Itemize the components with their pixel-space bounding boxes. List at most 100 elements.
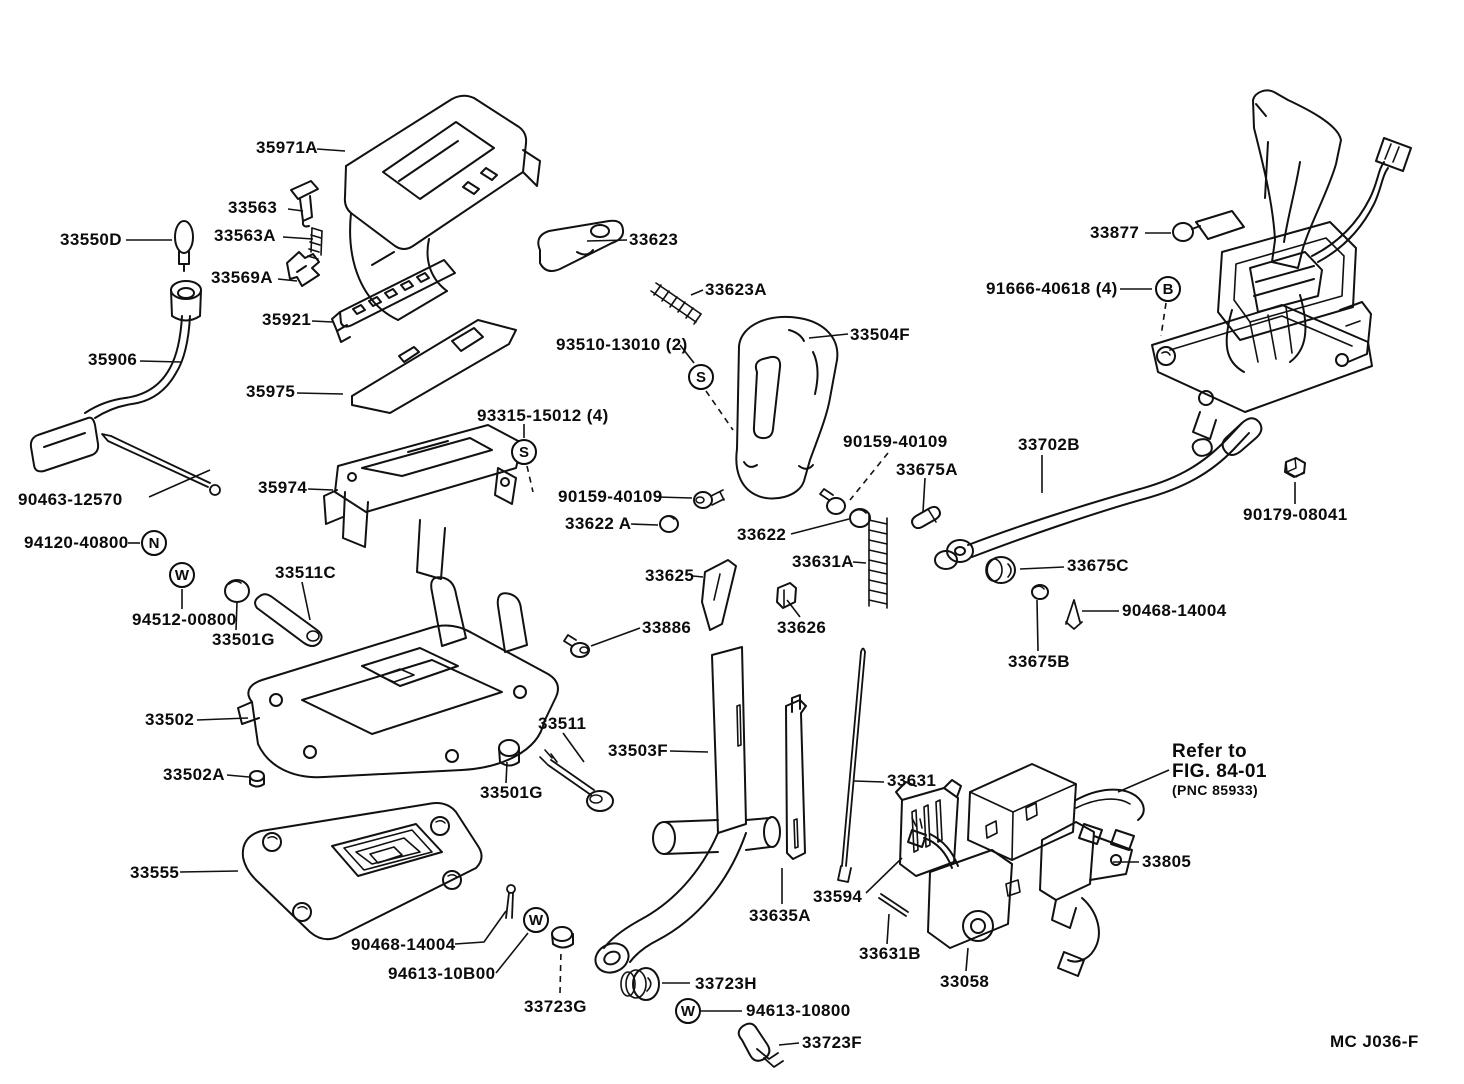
part-33675c-grommet <box>985 556 1016 584</box>
part-label-33502: 33502 <box>145 710 195 729</box>
part-label-33501g: 33501G <box>212 630 275 649</box>
leader-line-33503f <box>669 750 709 753</box>
part-label-90159-40109: 90159-40109 <box>558 487 663 506</box>
leader-line-33563a <box>282 236 314 240</box>
leader-line-93510-13010-2 <box>679 344 695 364</box>
part-label-33504f: 33504F <box>850 325 911 344</box>
leader-line-33886 <box>590 627 641 647</box>
part-33623-lever <box>537 219 625 272</box>
leader-line-33623a <box>690 289 704 296</box>
part-label-90159-40109: 90159-40109 <box>843 432 948 451</box>
leader-line-s <box>526 465 534 493</box>
part-label-94120-40800: 94120-40800 <box>24 533 129 552</box>
part-33623a-spring <box>650 282 702 325</box>
part-label-33502a: 33502A <box>163 765 225 784</box>
part-label-33886: 33886 <box>642 618 692 637</box>
leader-line-35921 <box>311 320 334 323</box>
part-33501g-bushing-bottom <box>498 739 520 767</box>
leader-line-33569a <box>277 278 298 282</box>
circled-letter-n: N <box>141 530 167 556</box>
part-33886-bolt <box>563 634 590 658</box>
circled-letter-s: S <box>511 439 537 465</box>
part-label-91666-40618-4: 91666-40618 (4) <box>986 279 1118 298</box>
part-35971a-console-panel <box>343 94 541 321</box>
leader-line-33626 <box>786 599 801 618</box>
part-33569a-clip <box>286 251 320 287</box>
part-33723g-bushing <box>551 926 574 949</box>
part-33625-wedge <box>701 559 737 631</box>
leader-line-33623 <box>586 239 628 242</box>
part-label-33723h: 33723H <box>695 974 757 993</box>
part-33622a-cap <box>659 515 679 533</box>
part-35974-retainer <box>323 424 523 580</box>
part-33635a-rod <box>785 694 807 860</box>
part-33675a-pin <box>911 505 941 530</box>
part-33626-clip <box>776 582 797 609</box>
part-label-33622: 33622 <box>737 525 787 544</box>
part-label-90468-14004: 90468-14004 <box>351 935 456 954</box>
part-label-33626: 33626 <box>777 618 827 637</box>
leader-line-33622-a <box>630 523 659 526</box>
part-label-33058: 33058 <box>940 972 990 991</box>
part-35975-slide-plate <box>351 319 517 414</box>
part-33622-cap <box>849 508 871 528</box>
part-90468-14004-pin-left <box>505 884 516 919</box>
part-33702b-cable <box>934 417 1263 570</box>
leader-line-33675a <box>922 477 926 513</box>
part-label-35921: 35921 <box>262 310 312 329</box>
part-ecu-box <box>967 763 1145 861</box>
part-label-94613-10b00: 94613-10B00 <box>388 964 496 983</box>
part-90159-40109-bolt-left <box>693 489 725 509</box>
part-33675b-cap <box>1031 584 1049 600</box>
leader-line-33502a <box>226 774 250 778</box>
part-label-35975: 35975 <box>246 382 296 401</box>
part-label-90468-14004: 90468-14004 <box>1122 601 1227 620</box>
part-label-33511: 33511 <box>538 714 587 733</box>
part-label-33805: 33805 <box>1142 852 1192 871</box>
part-33511c-pin <box>254 593 323 647</box>
part-label-33675a: 33675A <box>896 460 958 479</box>
part-label-mc-j036-f: MC J036-F <box>1330 1032 1419 1051</box>
part-label-33631b: 33631B <box>859 944 921 963</box>
part-33723h-grommet <box>620 967 660 1001</box>
part-33503f-lever <box>594 646 781 974</box>
leader-line-94613-10b00 <box>495 932 529 974</box>
leader-line-33502 <box>196 717 249 721</box>
leader-line-33631a <box>852 561 867 564</box>
leader-line-33675c <box>1019 566 1065 570</box>
part-33550d-bulb <box>174 220 194 272</box>
leader-line-33631 <box>853 780 885 783</box>
part-label-33702b: 33702B <box>1018 435 1080 454</box>
part-33555-cover-plate <box>241 802 483 941</box>
circled-letter-w: W <box>169 562 195 588</box>
part-label-94512-00800: 94512-00800 <box>132 610 237 629</box>
part-label-35906: 35906 <box>88 350 138 369</box>
leader-line-35971a <box>316 148 346 152</box>
part-90179-08041-nut <box>1284 457 1306 478</box>
part-label-94613-10800: 94613-10800 <box>746 1001 851 1020</box>
part-label-33631a: 33631A <box>792 552 854 571</box>
circled-letter-w: W <box>675 998 701 1024</box>
leader-line-33058 <box>965 947 969 972</box>
part-33504f-knob-housing <box>735 315 839 500</box>
part-35906-socket-wire <box>29 280 202 473</box>
leader-line-35974 <box>307 488 334 491</box>
part-label-33563a: 33563A <box>214 226 276 245</box>
part-33631-rod <box>837 647 866 883</box>
part-label-33623: 33623 <box>629 230 679 249</box>
circled-letter-s: S <box>688 364 714 390</box>
leader-line-33501g <box>505 761 508 784</box>
leader-line-33622 <box>790 518 850 535</box>
part-33877-clip <box>1172 210 1245 242</box>
part-90159-40109-bolt-right <box>819 488 846 515</box>
leader-line-33723f <box>778 1042 800 1046</box>
leader-line-b <box>1160 302 1167 337</box>
part-label-33511c: 33511C <box>275 563 337 582</box>
leader-line-35975 <box>296 392 344 395</box>
part-90468-14004-clip-right <box>1065 599 1083 630</box>
assembly-shift-lever <box>1151 89 1412 457</box>
part-33723f-sensor <box>737 1022 784 1068</box>
part-33594-bracket <box>895 779 962 877</box>
part-35921-indicator-plate <box>331 259 456 343</box>
